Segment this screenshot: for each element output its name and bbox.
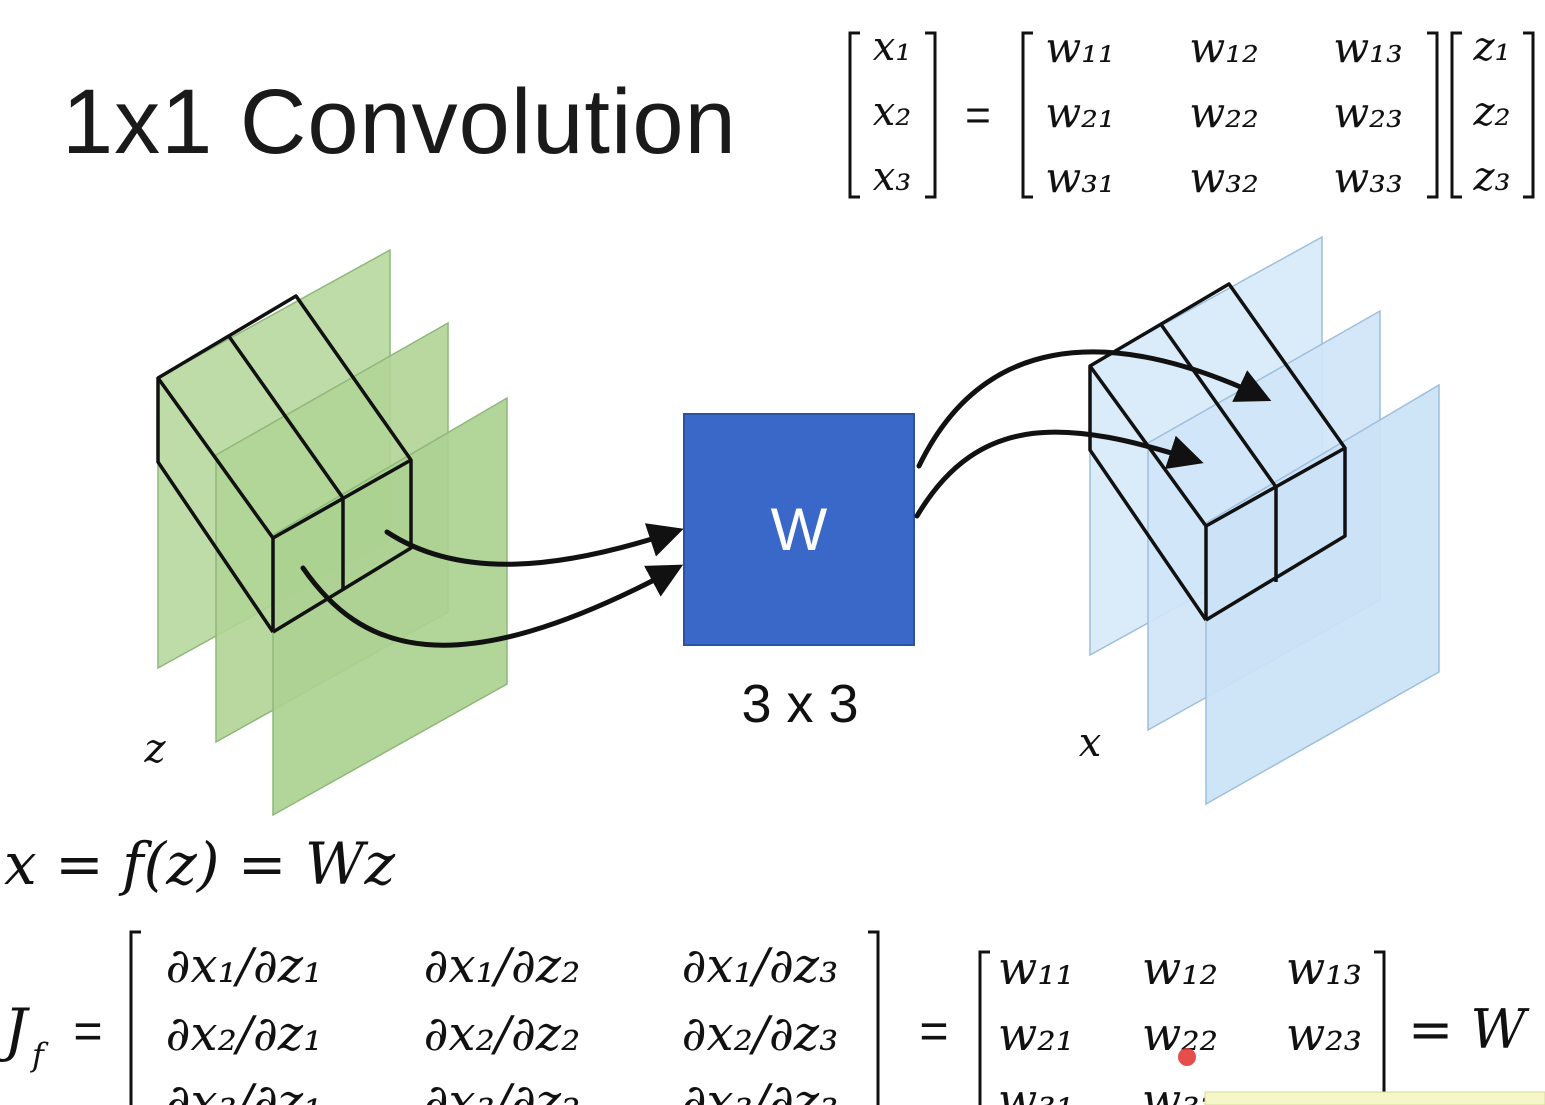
- jacobian-cell-r3c3: ∂x₃/∂z₃: [682, 1074, 839, 1105]
- weight-matrix-cell-r1c2: w₁₂: [1142, 941, 1218, 995]
- jacobian-cell-r1c2: ∂x₁/∂z₂: [424, 938, 581, 994]
- output-tensor-x: x: [1079, 235, 1440, 806]
- top-equals-sign: =: [965, 91, 991, 140]
- weight-box: [683, 413, 915, 646]
- jacobian-cell-r2c2: ∂x₂/∂z₂: [424, 1006, 581, 1062]
- weight-matrix-cell-r1c3: w₁₃: [1286, 941, 1362, 995]
- top-matrix-cell-r3c3: w₃₃: [1333, 153, 1403, 202]
- rhs-z2: z₂: [1472, 89, 1510, 135]
- top-matrix-cell-r2c2: w₂₂: [1189, 88, 1259, 137]
- arrow-input-to-w-lower: [300, 564, 684, 648]
- jacobian-cell-r2c3: ∂x₂/∂z₃: [682, 1006, 839, 1062]
- function-equation: x = f(z) = Wz: [4, 830, 396, 898]
- rhs-bracket-left: [1450, 31, 1462, 199]
- weight-matrix-cell-r1c1: w₁₁: [998, 941, 1074, 995]
- input-tensor-z: z: [143, 248, 508, 817]
- jacobian-cell-r1c3: ∂x₁/∂z₃: [682, 938, 839, 994]
- weight-matrix-cell-r2c1: w₂₁: [998, 1007, 1074, 1061]
- top-matrix-cell-r1c3: w₁₃: [1333, 23, 1403, 72]
- jacobian-equals-sign: =: [73, 1003, 102, 1059]
- top-matrix-cell-r1c2: w₁₂: [1189, 23, 1259, 72]
- pointer-dot-icon: [1178, 1048, 1196, 1066]
- lhs-bracket-right: [925, 31, 937, 199]
- jacobian-equation: J f = ∂x₁/∂z₁ ∂x₁/∂z₂ ∂x₁/∂z₃ ∂x₂/∂z₁ ∂x₂/∂z…: [0, 930, 1530, 1105]
- top-matrix-bracket-right: [1427, 31, 1439, 199]
- slide-title: 1x1 Convolution: [62, 71, 737, 173]
- function-definition: x = f(z) = Wz: [4, 830, 396, 898]
- output-plane-3: [1205, 383, 1440, 806]
- output-label-x: x: [1079, 720, 1102, 766]
- lhs-x1: x₁: [873, 24, 912, 70]
- flow-arrows: [300, 349, 1272, 648]
- lhs-x3: x₃: [873, 154, 912, 200]
- top-matrix-cell-r3c1: w₃₁: [1045, 153, 1115, 202]
- top-matrix-cell-r3c2: w₃₂: [1189, 153, 1259, 202]
- weight-block: W 3 x 3: [683, 413, 915, 734]
- rhs-z3: z₃: [1472, 154, 1510, 200]
- jacobian-result: = W: [1408, 998, 1530, 1061]
- output-wireframe-box: [1088, 282, 1347, 622]
- weight-matrix-cell-r2c3: w₂₃: [1286, 1007, 1362, 1061]
- jacobian-cell-r3c1: ∂x₃/∂z₁: [166, 1074, 323, 1105]
- rhs-z1: z₁: [1472, 24, 1510, 70]
- jacobian-cell-r2c1: ∂x₂/∂z₁: [166, 1006, 323, 1062]
- top-matrix-cell-r1c1: w₁₁: [1045, 23, 1115, 72]
- jacobian-symbol: J: [0, 996, 30, 1064]
- lhs-bracket-left: [848, 31, 860, 199]
- tooltip-box: [1204, 1091, 1545, 1105]
- input-plane-3: [272, 396, 508, 817]
- top-equation: x₁ x₂ x₃ = w₁₁ w₁₂ w₁₃ w₂₁ w₂₂ w₂₃ w₃₁ w₃₂ w₃₃ z…: [848, 23, 1535, 202]
- jacobian-cell-r1c1: ∂x₁/∂z₁: [166, 938, 323, 994]
- rhs-bracket-right: [1523, 31, 1535, 199]
- top-matrix-cell-r2c3: w₂₃: [1333, 88, 1403, 137]
- jacobian-bracket-left: [129, 930, 141, 1105]
- weight-size-label: 3 x 3: [741, 674, 858, 734]
- weight-box-label: W: [771, 496, 828, 563]
- input-label-z: z: [143, 726, 166, 772]
- arrow-w-to-output-upper: [916, 349, 1272, 469]
- jacobian-bracket-right: [868, 930, 880, 1105]
- top-matrix-cell-r2c1: w₂₁: [1045, 88, 1115, 137]
- jacobian-subscript: f: [30, 1036, 49, 1074]
- weight-matrix-cell-r3c1: w₃₁: [998, 1073, 1074, 1105]
- arrow-w-to-output-lower: [914, 429, 1204, 519]
- jacobian-cell-r3c2: ∂x₃/∂z₂: [424, 1074, 581, 1105]
- top-matrix-bracket-left: [1021, 31, 1033, 199]
- lhs-x2: x₂: [873, 89, 912, 135]
- weight-matrix-bracket-right: [1374, 950, 1386, 1105]
- jacobian-equals-sign-2: =: [919, 1003, 948, 1059]
- weight-matrix-bracket-left: [978, 950, 990, 1105]
- arrow-input-to-w-upper: [384, 523, 684, 567]
